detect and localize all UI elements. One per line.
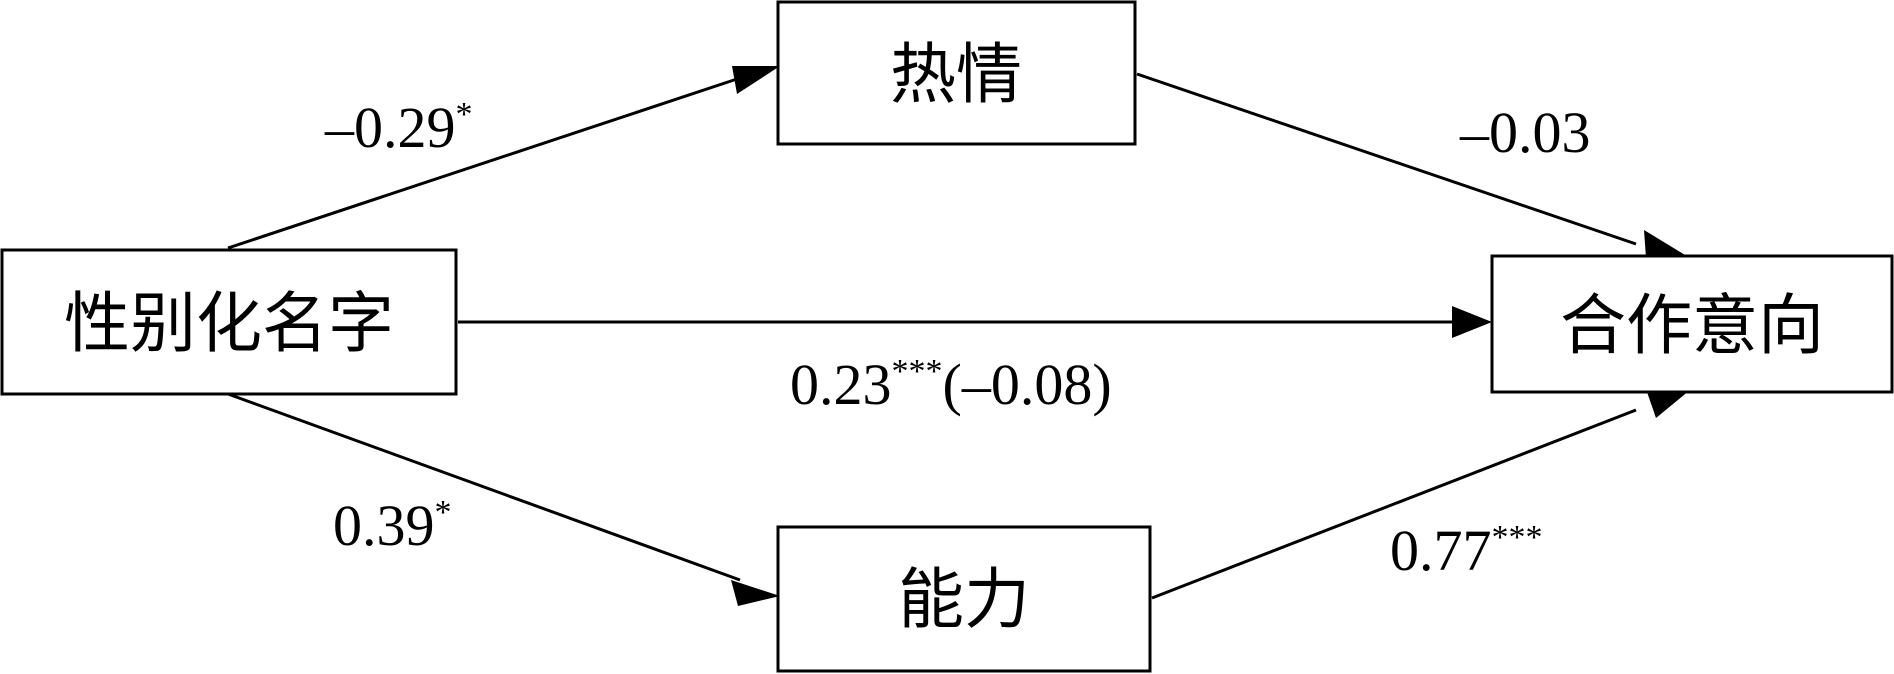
coef-x-to-y-suffix: (–0.08) — [943, 352, 1112, 417]
edge-x-to-competence — [227, 392, 741, 582]
coef-x-to-warmth-sig: * — [456, 96, 473, 133]
coef-warmth-to-y-value: –0.03 — [1459, 100, 1591, 165]
arrowhead-competence-to-y — [1647, 390, 1690, 418]
node-x-label: 性别化名字 — [64, 285, 394, 362]
coef-competence-to-y-sig: *** — [1492, 519, 1543, 556]
coef-competence-to-y: 0.77*** — [1390, 518, 1543, 583]
coef-warmth-to-y: –0.03 — [1459, 100, 1591, 165]
edge-x-to-warmth — [227, 76, 741, 250]
coef-x-to-competence-sig: * — [435, 494, 452, 531]
node-x: 性别化名字 — [0, 248, 458, 396]
node-warmth-box — [776, 0, 1137, 146]
coef-x-to-y-sig: *** — [892, 353, 943, 390]
coef-x-to-warmth-value: –0.29 — [324, 95, 456, 160]
node-warmth: 热情 — [776, 0, 1137, 146]
node-competence-box — [776, 525, 1152, 673]
node-warmth-label: 热情 — [890, 36, 1022, 113]
coef-x-to-competence: 0.39* — [333, 493, 452, 558]
coef-competence-to-y-value: 0.77 — [1390, 518, 1492, 583]
edge-competence-to-y — [1151, 408, 1637, 600]
arrowhead-warmth-to-y — [1644, 230, 1690, 258]
coef-x-to-competence-value: 0.39 — [333, 493, 435, 558]
coef-x-to-y-value: 0.23 — [790, 352, 892, 417]
node-competence: 能力 — [776, 525, 1152, 673]
edges — [227, 66, 1690, 606]
arrowhead-x-to-y — [1452, 306, 1492, 338]
arrowhead-x-to-competence — [731, 580, 780, 606]
arrowhead-x-to-warmth — [732, 66, 780, 94]
node-x-box — [0, 248, 458, 396]
node-competence-label: 能力 — [898, 561, 1030, 638]
edge-warmth-to-y — [1136, 72, 1637, 246]
node-y-label: 合作意向 — [1560, 287, 1824, 364]
coef-x-to-y: 0.23***(–0.08) — [790, 352, 1112, 417]
node-y: 合作意向 — [1490, 254, 1894, 394]
coef-x-to-warmth: –0.29* — [324, 95, 473, 160]
node-y-box — [1490, 254, 1894, 394]
